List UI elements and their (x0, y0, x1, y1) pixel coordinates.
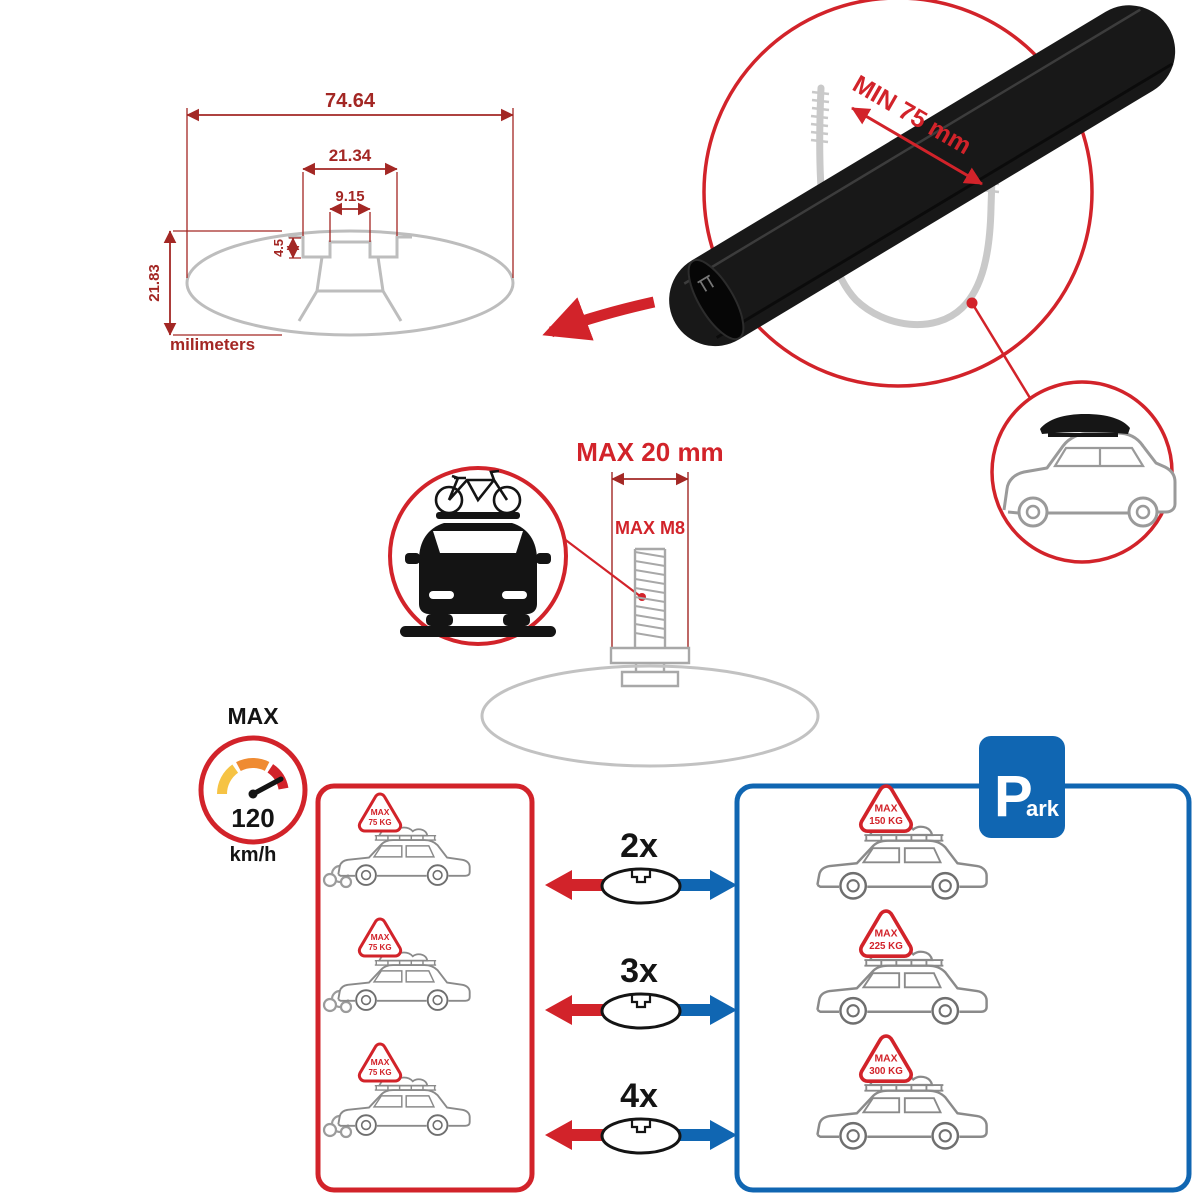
dim-channel-width-value: 21.34 (329, 146, 372, 165)
speed-limit-gauge: MAX 120 km/h (198, 703, 308, 866)
dim-channel-width: 21.34 (302, 146, 398, 236)
roof-box-icon (1040, 414, 1130, 434)
load-warning-triangle: MAX 300 KG (858, 1034, 914, 1084)
left-headlight (429, 591, 454, 599)
gauge-arcs (216, 758, 289, 795)
end-cap-channel (697, 274, 715, 292)
bike-mount-context-circle (388, 466, 568, 646)
crossbar-shadow-line (715, 62, 1174, 339)
dim-total-width-value: 74.64 (325, 90, 376, 112)
comparison-row: 4x MAX 75 KG MAX 300 KG (322, 1034, 988, 1155)
crossbar-end-view-icon (600, 867, 682, 905)
extension-lines (186, 108, 514, 278)
windshield (433, 531, 523, 553)
max-label: MAX (874, 1054, 897, 1065)
suv-with-roofbox-icon (1002, 414, 1177, 528)
speed-max-label: MAX (227, 703, 279, 729)
leader-line (562, 537, 641, 597)
gauge-needle (250, 776, 284, 797)
dim-total-width: 74.64 (186, 90, 514, 278)
max-label: MAX (371, 932, 390, 942)
speed-unit: km/h (230, 844, 277, 866)
zoom-pointer-arrow-icon (542, 296, 656, 341)
crossbar-end-view-icon (600, 1117, 682, 1155)
min-width-arrow (851, 106, 983, 186)
load-warning-triangle: MAX 150 KG (858, 784, 914, 834)
extension-lines (329, 212, 371, 242)
load-warning-triangle: MAX 225 KG (858, 909, 914, 959)
max-label: MAX (371, 807, 390, 817)
row-multiplier: 4x (620, 1077, 658, 1115)
weight-label: 150 KG (869, 816, 903, 827)
crossbar-highlight (683, 8, 1141, 285)
weight-label: 300 KG (869, 1066, 903, 1077)
left-mirror (405, 553, 420, 564)
weight-label: 75 KG (368, 818, 391, 827)
dimension-diagram: 74.64 21.34 9.15 4.5 21.83 milimeters (146, 90, 656, 354)
extension-lines (289, 237, 301, 259)
leader-line (970, 302, 1032, 399)
park-sign-suffix: ark (1026, 796, 1060, 821)
dim-total-height: 21.83 (146, 230, 282, 336)
dim-total-height-value: 21.83 (146, 264, 163, 302)
roof-rack-bar (436, 512, 520, 519)
row-multiplier: 3x (620, 952, 658, 990)
max-label: MAX (371, 1057, 390, 1067)
crossbar-slot-notch (630, 1119, 652, 1134)
inner-rib-profile (297, 256, 403, 322)
left-arrow-icon (545, 1120, 641, 1150)
units-label: milimeters (170, 335, 255, 354)
bicycle-icon (434, 469, 522, 515)
dim-lip-depth-value: 4.5 (271, 239, 286, 257)
park-sign: P ark (979, 736, 1065, 838)
cross-section-ellipse (185, 229, 515, 337)
bolt-max-length-label: MAX 20 mm (576, 437, 723, 467)
weight-label: 75 KG (368, 943, 391, 952)
bolt-spec: MAX 20 mm MAX M8 (480, 437, 820, 768)
gauge-pivot (248, 789, 258, 799)
extension-lines (611, 472, 689, 648)
road (400, 626, 556, 637)
crossbar-detail: MIN 75 mm (669, 0, 1177, 564)
right-headlight (502, 591, 527, 599)
speed-value: 120 (231, 803, 274, 833)
bolt-max-thread-label: MAX M8 (615, 518, 685, 538)
left-wheel (426, 614, 453, 626)
max-label: MAX (874, 929, 897, 940)
left-arrow-icon (545, 995, 641, 1025)
crossbar-end-view-icon (600, 992, 682, 1030)
right-arrow-icon (641, 995, 737, 1025)
dim-slot-width: 9.15 (329, 188, 371, 242)
comparison-row: 3x MAX 75 KG MAX 225 KG (322, 909, 988, 1030)
crossbar-bar-render (669, 5, 1176, 347)
right-wheel (503, 614, 530, 626)
extension-lines (302, 172, 398, 236)
extension-lines (173, 230, 282, 336)
right-mirror (536, 553, 551, 564)
car-front-icon (400, 512, 556, 637)
weight-label: 75 KG (368, 1068, 391, 1077)
row-multiplier: 2x (620, 827, 658, 865)
comparison-row: 2x MAX 75 KG MAX 150 KG (322, 784, 988, 905)
left-arrow-icon (545, 870, 641, 900)
crossbar-slot-notch (630, 994, 652, 1009)
right-arrow-icon (641, 870, 737, 900)
crossbar-slot-notch (630, 869, 652, 884)
weight-label: 225 KG (869, 941, 903, 952)
park-sign-plate (979, 736, 1065, 838)
load-warning-triangle: MAX 75 KG (357, 792, 403, 833)
dim-lip-depth: 4.5 (271, 237, 301, 259)
bar-top-view-ellipse (480, 664, 820, 768)
right-arrow-icon (641, 1120, 737, 1150)
max-label: MAX (874, 804, 897, 815)
vehicle-context-circle (990, 380, 1177, 564)
park-sign-letter: P (994, 764, 1033, 829)
t-slot-profile (288, 235, 412, 259)
load-warning-triangle: MAX 75 KG (357, 1042, 403, 1083)
detail-circle (702, 0, 1094, 388)
load-warning-triangle: MAX 75 KG (357, 917, 403, 958)
dim-slot-width-value: 9.15 (335, 188, 364, 205)
